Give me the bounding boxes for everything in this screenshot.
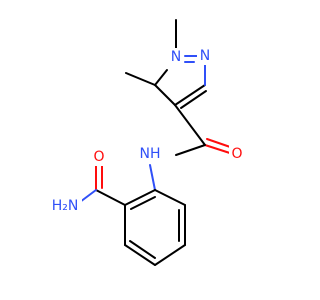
bond-nh-c1 — [149, 164, 156, 191]
n2-label-background — [197, 47, 213, 65]
bond-b1-b2 — [154, 189, 186, 206]
bond-b6-amide-c — [95, 189, 126, 206]
primary-amide-nh2-label: H₂N — [52, 198, 79, 214]
bond-c4-c5 — [154, 84, 176, 106]
primary-amide-label-background — [48, 197, 82, 215]
n2-label: N — [200, 48, 210, 64]
bond-b3-b4 — [154, 244, 186, 266]
primary-amide-o-label: O — [93, 149, 104, 165]
bond-b4-b5 — [124, 244, 156, 266]
molecule-structure: N N NH O H₂N O — [48, 19, 245, 266]
carbonyl-o-label-background — [229, 145, 245, 163]
amide-nh-label: NH — [140, 146, 161, 162]
bond-b4-b5-inner — [129, 240, 156, 259]
bond-n1-c5 — [154, 69, 168, 86]
bond-b6-b1 — [124, 189, 156, 206]
primary-amide-o-label-background — [91, 148, 107, 166]
n1-label: N — [171, 49, 181, 65]
carbonyl-o-label: O — [231, 146, 242, 162]
n1-label-background — [168, 48, 184, 66]
bond-c4-c3 — [174, 84, 206, 106]
bond-c4-carbonyl — [174, 104, 206, 146]
bond-c4-c3-inner — [180, 90, 207, 109]
nh-label-background — [137, 145, 163, 163]
bond-carbonyl-nh — [175, 144, 206, 156]
bond-b6-b1-inner — [130, 196, 156, 210]
bond-c5-methyl — [125, 72, 156, 86]
